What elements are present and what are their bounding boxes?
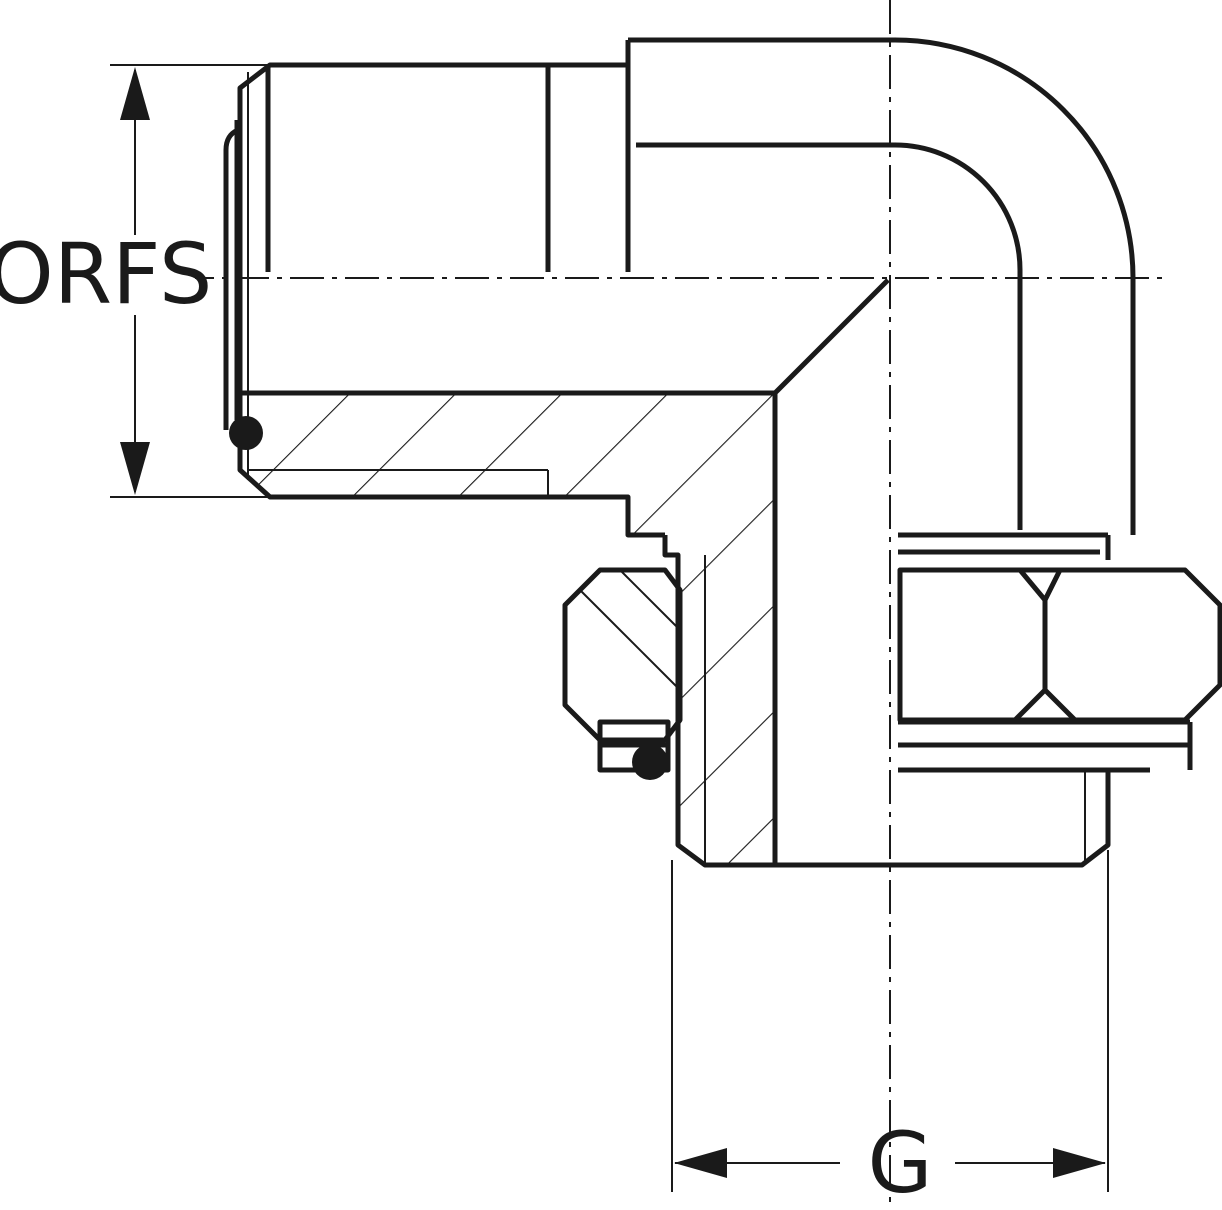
elbow-bend — [628, 37, 1136, 535]
o-ring-stud — [632, 744, 668, 780]
orfs-label: ORFS — [0, 225, 212, 323]
lock-nut — [562, 567, 1222, 773]
g-dimension: G — [671, 850, 1109, 1210]
g-label: G — [867, 1114, 932, 1210]
orfs-dimension: ORFS — [0, 64, 270, 498]
stud-end — [662, 393, 1111, 868]
o-ring-face — [229, 416, 263, 450]
orfs-end — [223, 40, 775, 538]
